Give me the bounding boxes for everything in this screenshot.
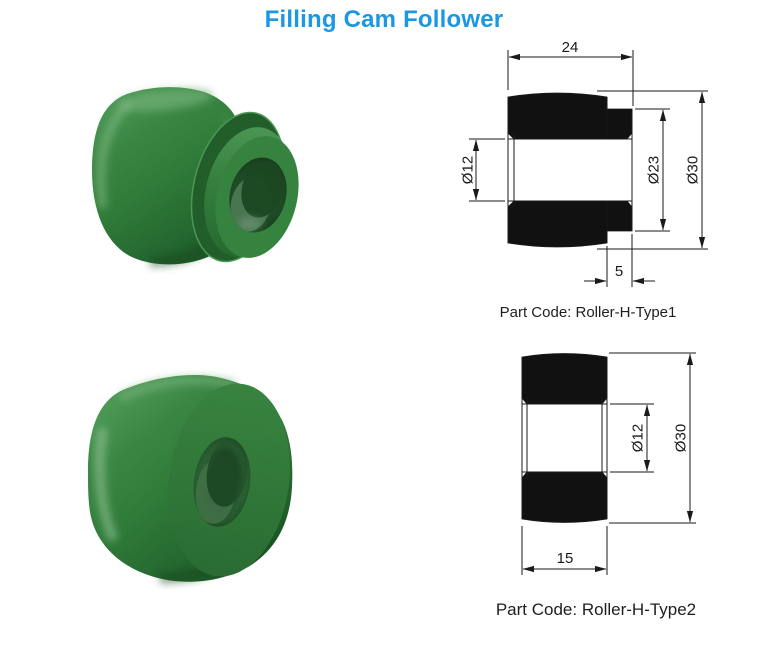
type1-section <box>507 92 633 248</box>
type2-dim-outer-dia: Ø30 <box>609 352 696 524</box>
drawing-type2: Ø12 Ø30 15 <box>521 352 696 575</box>
roller-type1-3d-render <box>92 87 299 267</box>
dim-bore-dia-label: Ø12 <box>460 156 477 184</box>
dim-bore-dia-label-2: Ø12 <box>630 424 647 452</box>
dim-width-label-2: 15 <box>557 550 574 567</box>
part-code-type2-label: Part Code: Roller-H-Type2 <box>495 600 697 619</box>
drawing-type1: 24 Ø12 Ø23 Ø30 5 <box>460 40 708 287</box>
dim-boss-width-label: 5 <box>615 263 623 280</box>
type1-dim-boss-dia: Ø23 <box>635 108 670 232</box>
dim-overall-width-label: 24 <box>562 40 579 56</box>
part-code-type1-label: Part Code: Roller-H-Type1 <box>499 304 677 321</box>
type2-section <box>521 353 608 523</box>
type1-dim-boss-width: 5 <box>584 234 655 287</box>
type2-dim-bore-dia: Ø12 <box>610 403 654 473</box>
dim-outer-dia-label-2: Ø30 <box>673 424 690 452</box>
dim-outer-dia-label: Ø30 <box>685 156 702 184</box>
type1-dim-overall-width: 24 <box>507 40 634 106</box>
type2-bore <box>193 437 251 527</box>
roller-type2-3d-render <box>88 375 293 584</box>
type2-dim-width: 15 <box>521 526 608 575</box>
page-title: Filling Cam Follower <box>264 6 504 33</box>
dim-boss-dia-label: Ø23 <box>646 156 663 184</box>
type1-dim-outer-dia: Ø30 <box>597 90 708 250</box>
type1-dim-bore-dia: Ø12 <box>460 138 505 202</box>
type1-bore <box>229 157 287 233</box>
